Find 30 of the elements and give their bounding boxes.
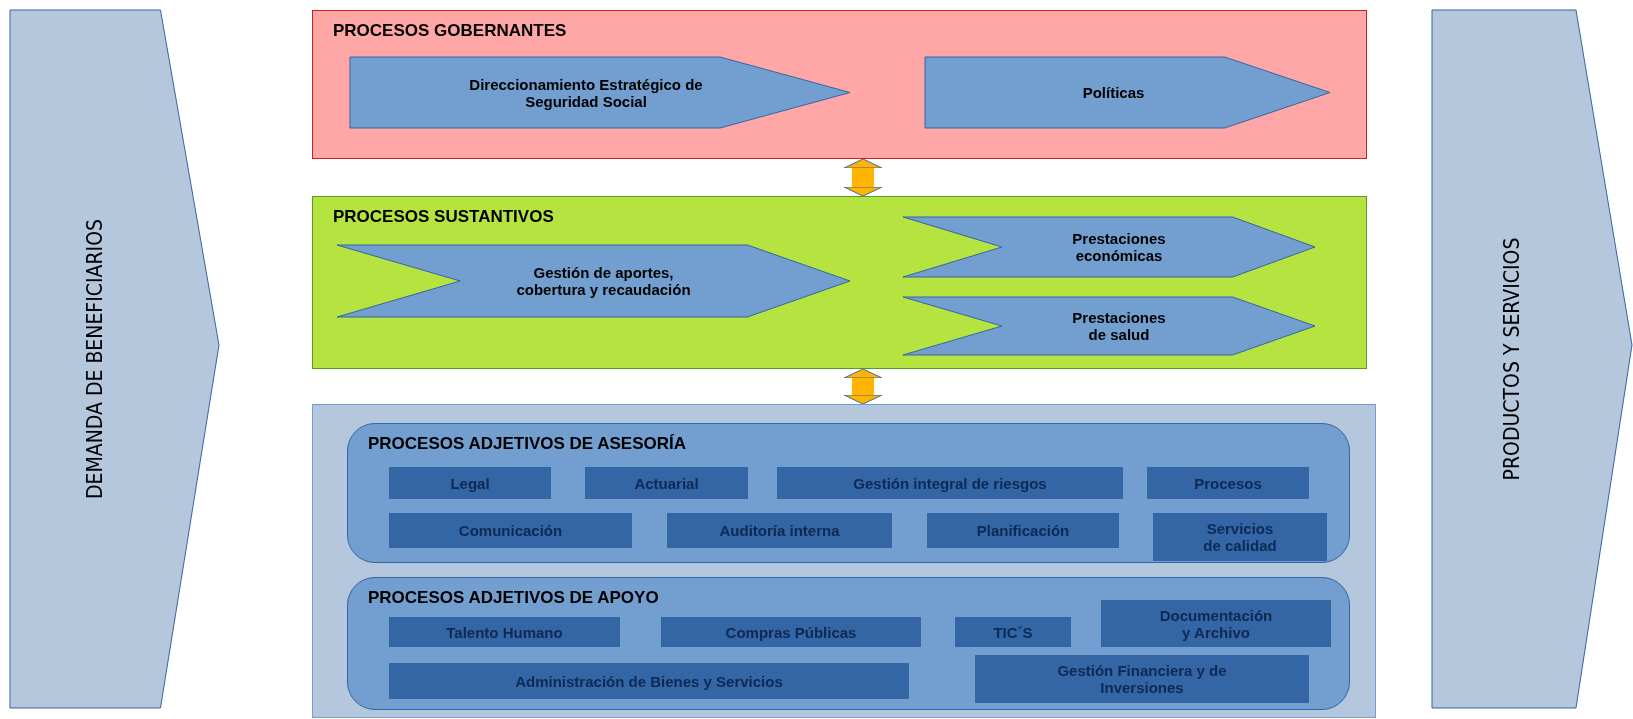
process-box: Documentación y Archivo [1101,600,1331,647]
process-box: Talento Humano [389,617,620,647]
process-box: Actuarial [585,467,748,499]
process-group-panel [347,423,1350,563]
process-pentagon: Direccionamiento Estratégico de Seguridad Social [350,57,850,128]
process-group-panel [347,577,1350,710]
process-step: Gestión de aportes, cobertura y recaudación [337,245,850,317]
process-step: Prestaciones de salud [903,297,1315,355]
process-group-panel [312,196,1367,369]
process-group-panel [312,10,1367,159]
process-box: Servicios de calidad [1153,513,1327,561]
chevron-arrow: PRODUCTOS Y SERVICIOS [1432,10,1632,708]
process-group-panel [312,404,1376,718]
process-box: Comunicación [389,513,632,548]
group-heading: PROCESOS SUSTANTIVOS [333,207,554,227]
process-box: Compras Públicas [661,617,921,647]
process-box: Legal [389,467,551,499]
process-box: Procesos [1147,467,1309,499]
group-heading: PROCESOS ADJETIVOS DE ASESORÍA [368,434,687,454]
process-box: Auditoría interna [667,513,892,548]
process-box: Administración de Bienes y Servicios [389,663,909,699]
process-box: Gestión integral de riesgos [777,467,1123,499]
process-box: Gestión Financiera y de Inversiones [975,655,1309,703]
process-box: TIC´S [955,617,1071,647]
process-box: Planificación [927,513,1119,548]
group-heading: PROCESOS ADJETIVOS DE APOYO [368,588,659,608]
group-heading: PROCESOS GOBERNANTES [333,21,567,41]
chevron-arrow: DEMANDA DE BENEFICIARIOS [10,10,219,708]
process-pentagon: Políticas [925,57,1330,128]
process-step: Prestaciones económicas [903,217,1315,277]
